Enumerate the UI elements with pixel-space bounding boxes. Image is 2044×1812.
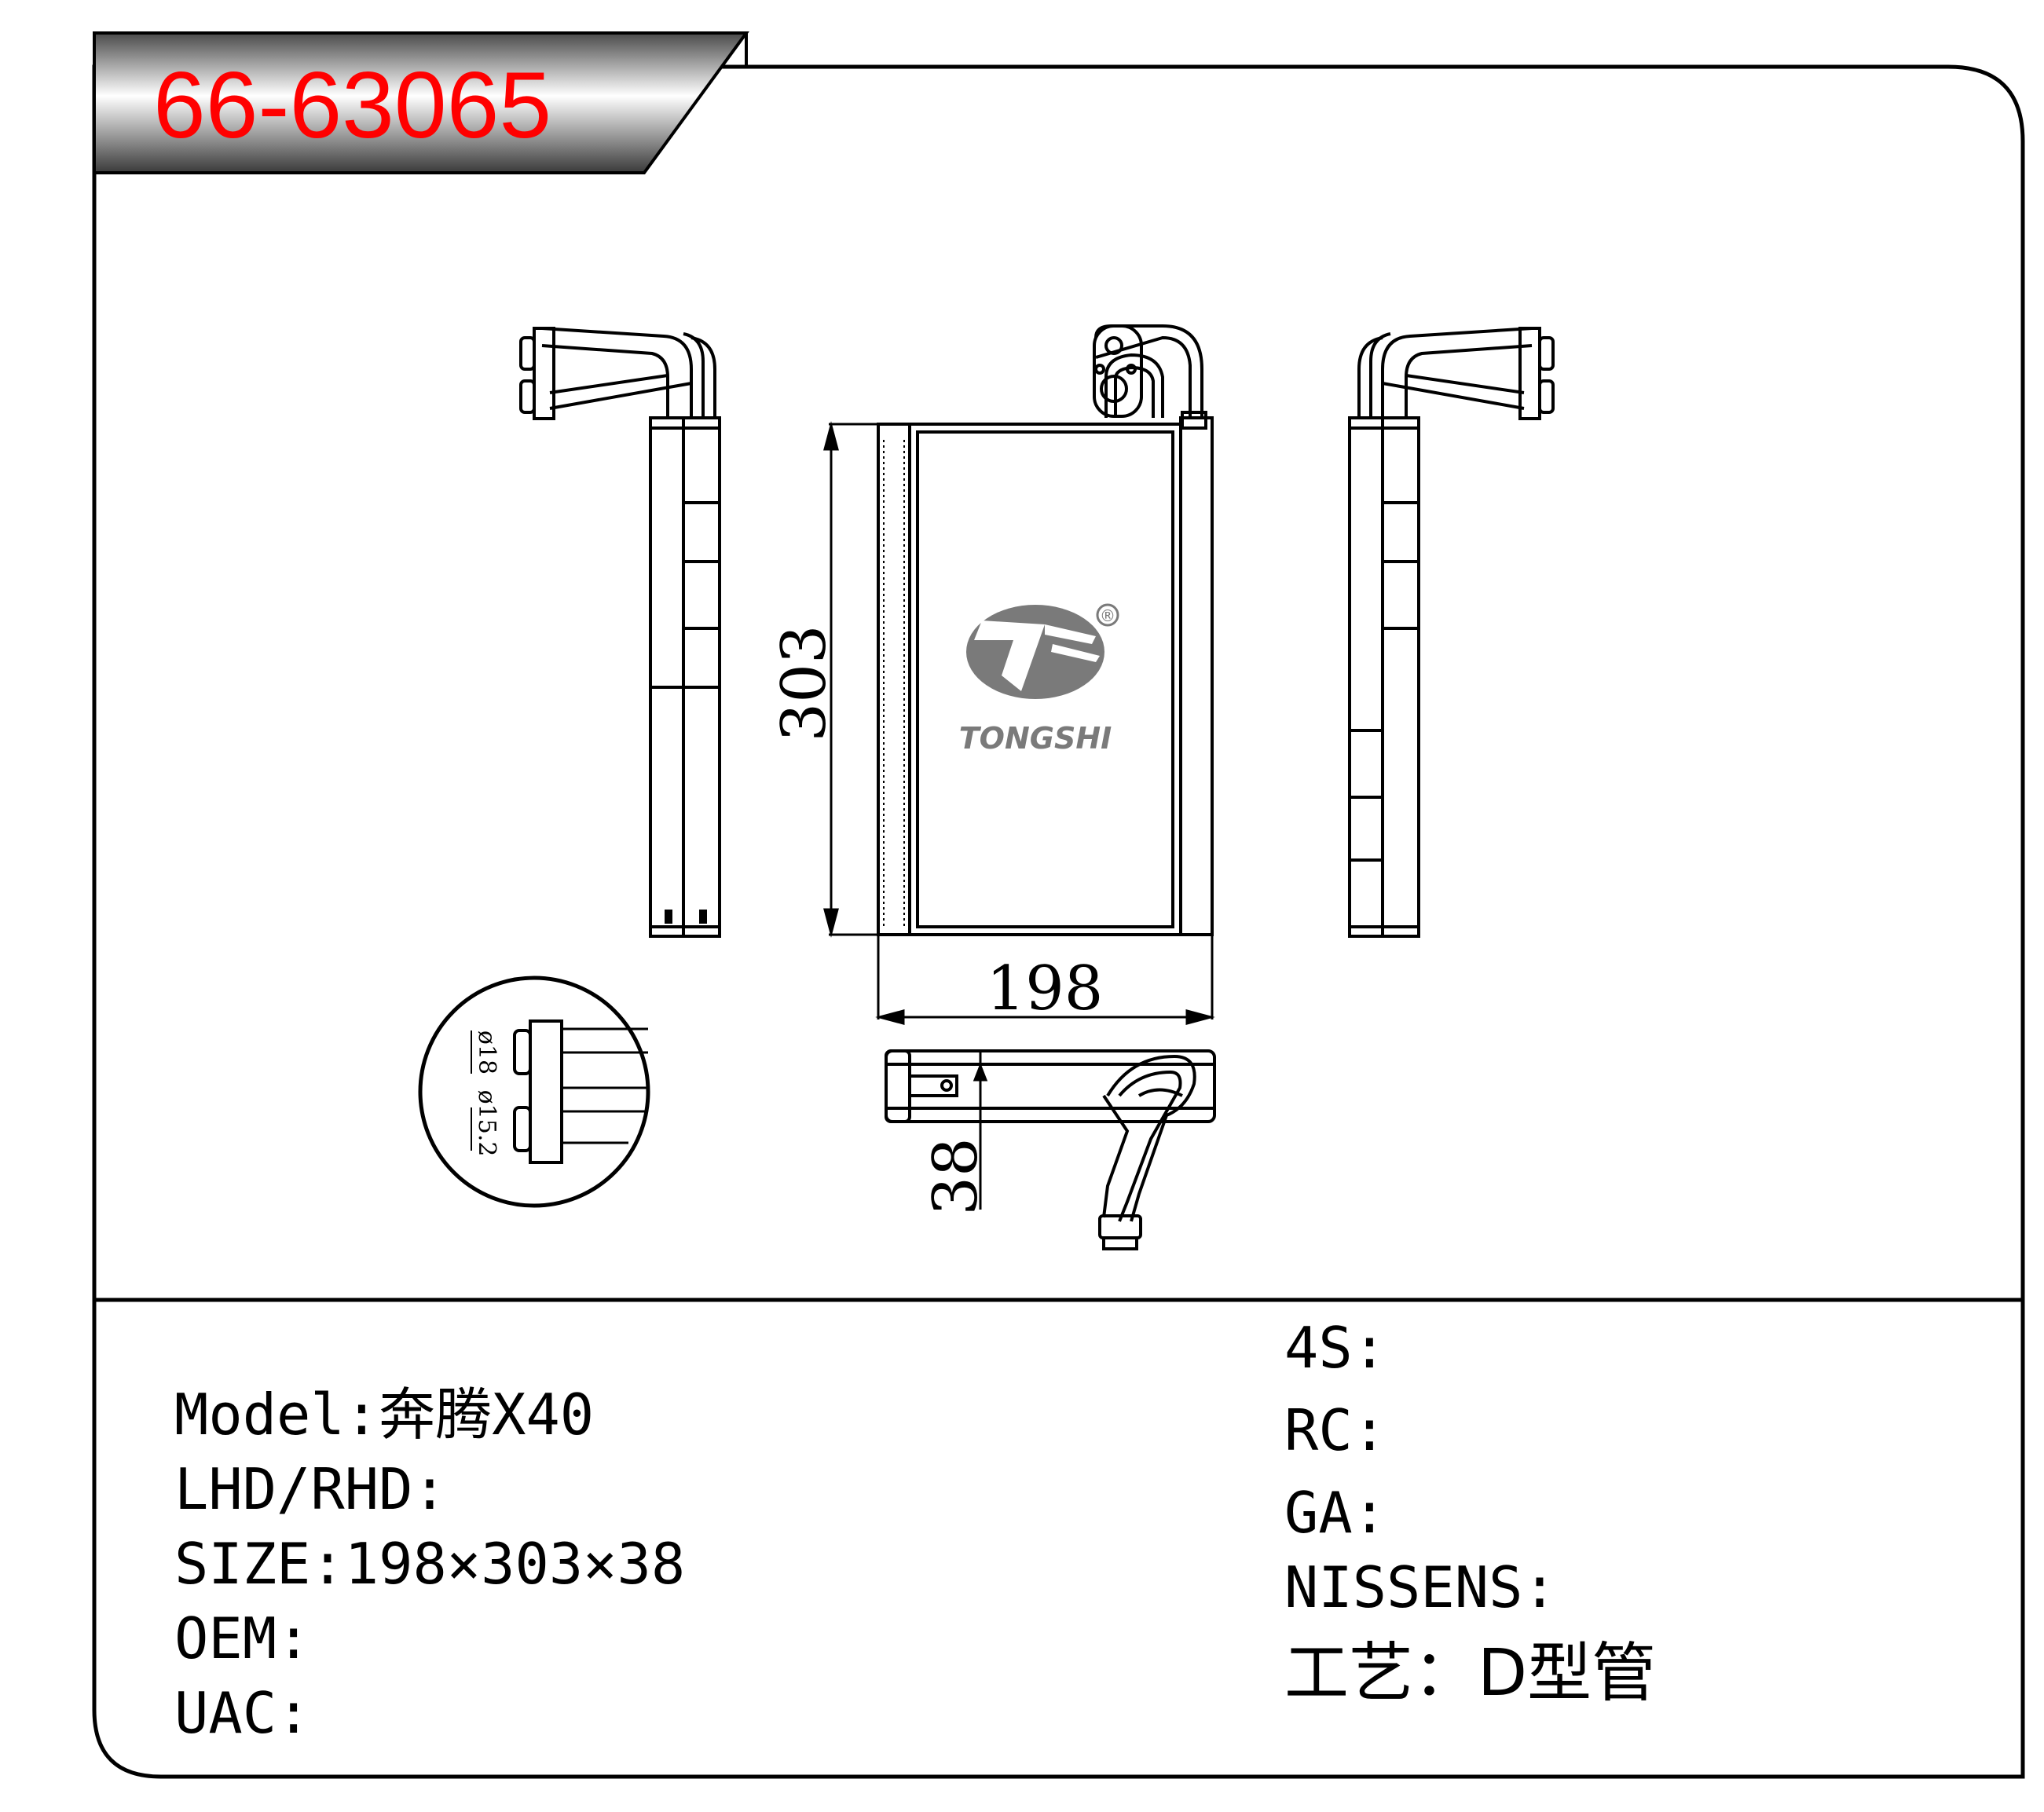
width-value: 198 [987,954,1104,1024]
right-side-view [1348,327,1555,938]
spec-nissens-label: NISSENS: [1284,1554,1557,1620]
depth-dimension [935,1051,988,1210]
spec-size: SIZE:198×303×38 [174,1536,685,1592]
registered-mark: ® [1100,606,1115,625]
spec-4s: 4S: [1284,1320,1386,1376]
spec-4s-label: 4S: [1284,1315,1387,1381]
spec-nissens: NISSENS: [1284,1559,1557,1616]
front-view [877,324,1214,936]
spec-model-value: 奔腾X40 [379,1382,595,1448]
spec-ga: GA: [1284,1484,1386,1541]
fitting-detail [418,976,650,1208]
spec-oem: OEM: [174,1610,310,1667]
spec-rc-label: RC: [1284,1397,1387,1463]
spec-process-value: D型管 [1478,1636,1657,1711]
width-dimension [875,936,1215,1025]
left-side-view [519,327,721,938]
spec-size-value: 198×303×38 [344,1531,686,1597]
spec-process-label: 工艺： [1284,1636,1478,1711]
spec-oem-label: OEM: [174,1605,311,1671]
inner-diameter-label: ø15.2 [473,1090,500,1157]
spec-uac-label: UAC: [174,1680,311,1746]
brand-name: TONGSHI [959,721,1112,756]
height-dimension [823,421,878,938]
height-value: 303 [769,625,840,742]
outer-diameter-label: ø18 [473,1030,500,1074]
spec-ga-label: GA: [1284,1480,1387,1546]
spec-lhd-rhd: LHD/RHD: [174,1461,447,1517]
spec-uac: UAC: [174,1685,310,1741]
part-number: 66-63065 [153,53,551,158]
spec-model-label: Model: [174,1382,379,1448]
spec-size-label: SIZE: [174,1531,345,1597]
spec-lhd-rhd-label: LHD/RHD: [174,1456,447,1522]
spec-model: Model:奔腾X40 [174,1386,594,1443]
spec-process: 工艺：D型管 [1284,1642,1656,1706]
depth-value: 38 [921,1137,991,1215]
tongshi-logo: ® TONGSHI [959,603,1119,756]
spec-rc: RC: [1284,1402,1386,1459]
outer-frame [92,64,2025,1779]
title-tab [93,31,749,174]
